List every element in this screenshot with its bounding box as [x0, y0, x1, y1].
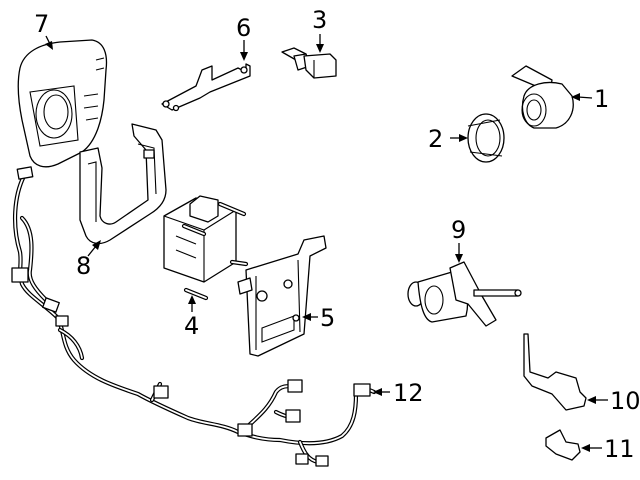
part-10-clip[interactable] — [523, 333, 587, 411]
callout-11: 11 — [604, 435, 635, 463]
part-2-ring[interactable] — [467, 113, 505, 163]
part-12-harness[interactable] — [11, 166, 377, 467]
part-11-clip[interactable] — [545, 429, 581, 461]
callout-4: 4 — [184, 312, 199, 340]
part-7-cover[interactable] — [17, 39, 108, 168]
part-5-bracket[interactable] — [237, 235, 327, 357]
callout-9: 9 — [451, 216, 466, 244]
part-8-bracket[interactable] — [79, 123, 167, 245]
part-9-sensor[interactable] — [407, 261, 522, 327]
callout-5: 5 — [320, 304, 335, 332]
part-4-module[interactable] — [163, 195, 249, 301]
part-3-switch[interactable] — [281, 47, 337, 79]
part-6-bracket[interactable] — [161, 63, 251, 112]
callout-labels: 1 2 3 4 5 6 7 8 9 10 11 12 — [34, 6, 640, 463]
part-1-sensor[interactable] — [511, 65, 574, 129]
callout-12: 12 — [393, 379, 424, 407]
callout-7: 7 — [34, 10, 49, 38]
callout-10: 10 — [610, 387, 640, 415]
callout-8: 8 — [76, 252, 91, 280]
part-4-bolt — [181, 201, 249, 301]
callout-6: 6 — [236, 14, 251, 42]
callout-2: 2 — [428, 125, 443, 153]
callout-1: 1 — [594, 85, 609, 113]
callout-3: 3 — [312, 6, 327, 34]
leader-lines — [45, 34, 608, 452]
